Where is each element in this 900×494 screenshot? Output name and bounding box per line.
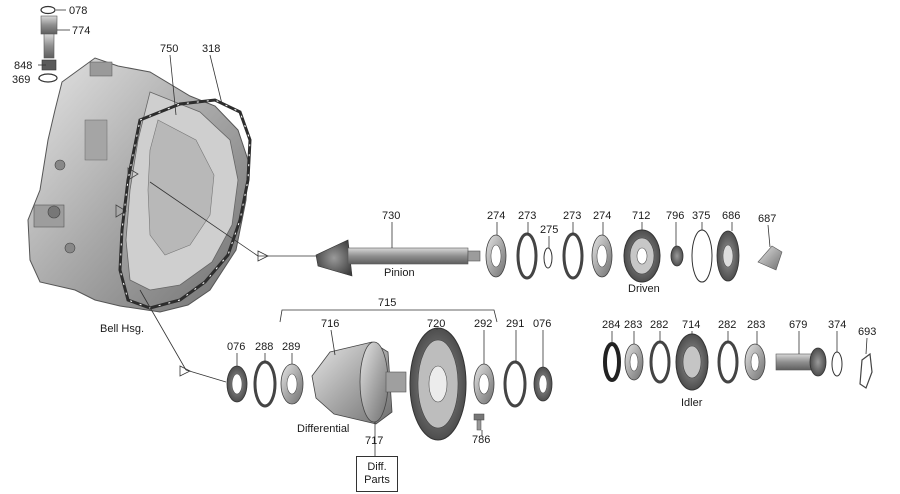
part-label-796: 796 [666, 210, 684, 222]
part-label-282: 282 [650, 319, 668, 331]
captions: Bell Hsg. Pinion Driven Differential Idl… [100, 267, 703, 435]
part-label-716: 716 [321, 318, 339, 330]
upper-row-parts [485, 229, 783, 283]
part-label-076: 076 [227, 341, 245, 353]
part-label-774: 774 [72, 25, 90, 37]
part-label-273: 273 [518, 210, 536, 222]
differential-group [226, 327, 553, 441]
part-label-274: 274 [487, 210, 505, 222]
caption-driven: Driven [628, 283, 660, 295]
part-label-275: 275 [540, 224, 558, 236]
caption-pinion: Pinion [384, 267, 415, 279]
part-label-730: 730 [382, 210, 400, 222]
part-label-374: 374 [828, 319, 846, 331]
caption-bell-housing: Bell Hsg. [100, 323, 144, 335]
part-label-078: 078 [69, 5, 87, 17]
part-label-369: 369 [12, 74, 30, 86]
part-label-679: 679 [789, 319, 807, 331]
part-label-693: 693 [858, 326, 876, 338]
part-label-717: 717 [365, 435, 383, 447]
diff-parts-line-2: Parts [364, 474, 390, 486]
caption-differential: Differential [297, 423, 349, 435]
part-label-318: 318 [202, 43, 220, 55]
caption-idler: Idler [681, 397, 703, 409]
part-label-375: 375 [692, 210, 710, 222]
part-number-labels: 078 774 848 369 750 318 730 274 273 275 … [12, 5, 876, 447]
pinion-shaft [315, 239, 481, 277]
part-label-720: 720 [427, 318, 445, 330]
part-label-750: 750 [160, 43, 178, 55]
part-label-283-second: 283 [747, 319, 765, 331]
part-label-714: 714 [682, 319, 700, 331]
part-label-288: 288 [255, 341, 273, 353]
part-label-848: 848 [14, 60, 32, 72]
gasket-318 [118, 98, 252, 310]
part-label-289: 289 [282, 341, 300, 353]
diff-parts-line-1: Diff. [367, 461, 387, 473]
part-label-292: 292 [474, 318, 492, 330]
part-label-715: 715 [378, 297, 396, 309]
part-label-686: 686 [722, 210, 740, 222]
sensor-stack [38, 5, 58, 83]
diff-parts-box: Diff. Parts [356, 456, 398, 492]
part-label-712: 712 [632, 210, 650, 222]
part-label-786: 786 [472, 434, 490, 446]
part-label-076-second: 076 [533, 318, 551, 330]
idler-group [603, 333, 873, 391]
part-label-273-second: 273 [563, 210, 581, 222]
part-label-291: 291 [506, 318, 524, 330]
leader-lines [38, 9, 868, 456]
part-label-284: 284 [602, 319, 620, 331]
part-label-687: 687 [758, 213, 776, 225]
part-label-282-second: 282 [718, 319, 736, 331]
part-label-274-second: 274 [593, 210, 611, 222]
bell-housing [27, 57, 249, 313]
part-label-283: 283 [624, 319, 642, 331]
